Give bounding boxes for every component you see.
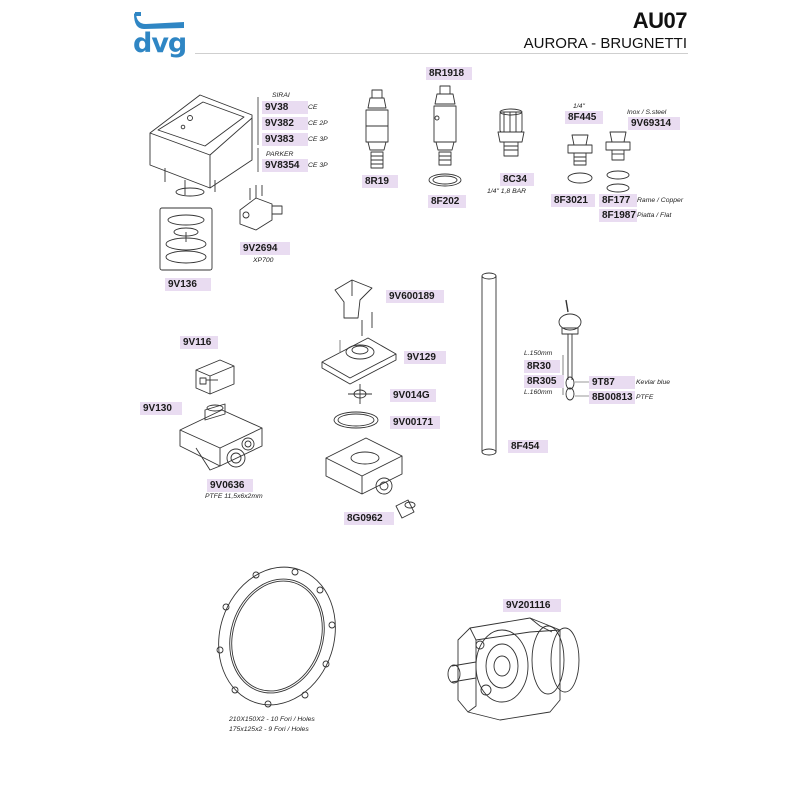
part-code-8r30: 8R30	[524, 360, 560, 373]
membrane-kit-drawing	[159, 207, 213, 271]
part-code-9v116: 9V116	[180, 336, 218, 349]
part-code-9v0636: 9V0636	[207, 479, 253, 492]
part-code-8r305: 8R305	[524, 375, 564, 388]
solenoid-valve-drawing	[321, 279, 416, 519]
part-code-9v8354: 9V8354	[262, 159, 308, 172]
part-code-8r19: 8R19	[362, 175, 398, 188]
part-code-9v38: 9V38	[262, 101, 308, 114]
part-code-9v600189: 9V600189	[386, 290, 444, 303]
part-code-9v383: 9V383	[262, 133, 308, 146]
note-9v383: CE 3P	[308, 136, 328, 143]
part-code-8f445: 8F445	[565, 111, 603, 124]
part-code-9v014g: 9V014G	[390, 389, 436, 402]
steel-fitting-drawing	[605, 131, 631, 193]
note-9v382: CE 2P	[308, 120, 328, 127]
pump-motor-drawing	[447, 617, 580, 721]
fitting-drawing	[567, 134, 593, 184]
part-code-9v130: 9V130	[140, 402, 182, 415]
level-probe-drawing	[558, 299, 582, 401]
header-rule	[195, 53, 688, 54]
page-title: AU07	[632, 8, 688, 33]
note-8b00813: PTFE	[636, 394, 654, 401]
part-code-9v2694: 9V2694	[240, 242, 290, 255]
coil-valve-drawing	[179, 359, 263, 471]
note-9t87: Kevlar blue	[636, 379, 671, 386]
coffee-tap-icon	[134, 12, 184, 29]
level-tube-drawing	[481, 272, 497, 456]
page-subtitle: AURORA - BRUGNETTI	[523, 35, 687, 52]
part-code-8b00813: 8B00813	[589, 391, 635, 404]
part-code-9v136: 9V136	[165, 278, 211, 291]
part-code-8g0962: 8G0962	[344, 512, 394, 525]
note-9v38: CE	[308, 104, 318, 111]
note-9v2694: XP700	[253, 257, 274, 264]
part-code-8r1918: 8R1918	[426, 67, 472, 80]
note-quarter: 1/4"	[573, 103, 585, 110]
part-code-9v129: 9V129	[404, 351, 446, 364]
safety-valve-long-drawing	[428, 85, 462, 187]
note-parker: PARKER	[266, 151, 294, 158]
part-code-9v201116: 9V201116	[503, 599, 561, 612]
micro-switch-drawing	[239, 185, 283, 231]
part-code-8f1987: 8F1987	[599, 209, 637, 222]
note-sirai: SIRAI	[272, 92, 290, 99]
anti-vacuum-valve-drawing	[497, 108, 525, 157]
part-code-8f454: 8F454	[508, 440, 548, 453]
note-l150: L.150mm	[524, 350, 553, 357]
note-8f1987: Piatta / Flat	[637, 212, 672, 219]
part-code-9v00171: 9V00171	[390, 416, 440, 429]
note-8f177: Rame / Copper	[637, 197, 684, 204]
part-code-8f177: 8F177	[599, 194, 637, 207]
note-gasket-9: 175x125x2 - 9 Fori / Holes	[229, 726, 309, 733]
note-inox: Inox / S.steel	[627, 109, 667, 116]
pressure-switch-drawing	[149, 94, 259, 197]
part-code-8c34: 8C34	[500, 173, 534, 186]
note-gasket-10: 210X150X2 - 10 Fori / Holes	[229, 716, 315, 723]
note-l160: L.160mm	[524, 389, 553, 396]
part-code-9v69314: 9V69314	[628, 117, 680, 130]
safety-valve-drawing	[365, 89, 389, 169]
note-9v0636: PTFE 11,5x6x2mm	[205, 493, 263, 500]
note-8c34: 1/4" 1,8 BAR	[487, 188, 527, 195]
boiler-gasket-drawing	[216, 566, 336, 708]
part-code-8f202: 8F202	[428, 195, 466, 208]
note-9v8354: CE 3P	[308, 162, 328, 169]
logo-text: dvg	[133, 28, 187, 59]
part-code-8f3021: 8F3021	[551, 194, 595, 207]
part-code-9v382: 9V382	[262, 117, 308, 130]
part-code-9t87: 9T87	[589, 376, 635, 389]
